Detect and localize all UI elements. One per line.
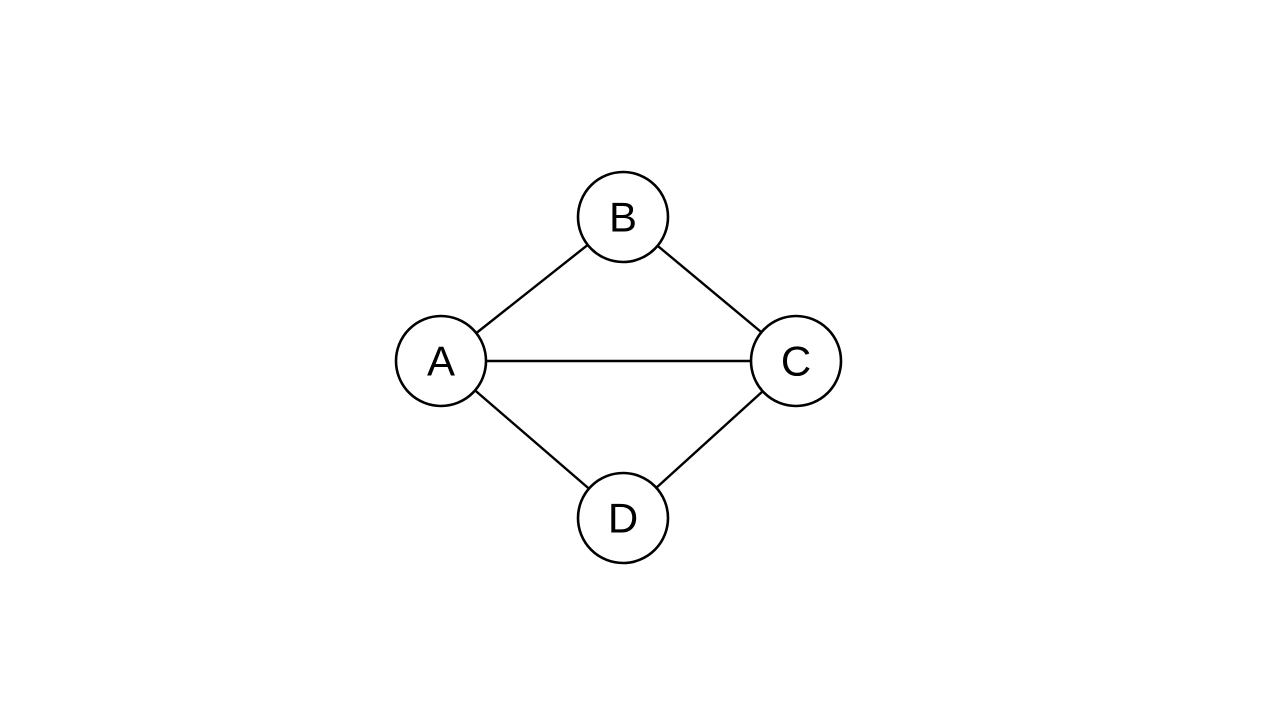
node-B: B	[576, 170, 670, 264]
node-label-B: B	[609, 194, 637, 241]
node-label-A: A	[427, 338, 455, 385]
node-label-C: C	[781, 338, 811, 385]
node-label-D: D	[608, 495, 638, 542]
node-circle-B	[576, 170, 670, 264]
node-layer: A B C D	[394, 170, 843, 565]
node-C: C	[749, 314, 843, 408]
node-circle-D	[576, 471, 670, 565]
node-D: D	[576, 471, 670, 565]
node-circle-C	[749, 314, 843, 408]
node-A: A	[394, 314, 488, 408]
node-circle-A	[394, 314, 488, 408]
